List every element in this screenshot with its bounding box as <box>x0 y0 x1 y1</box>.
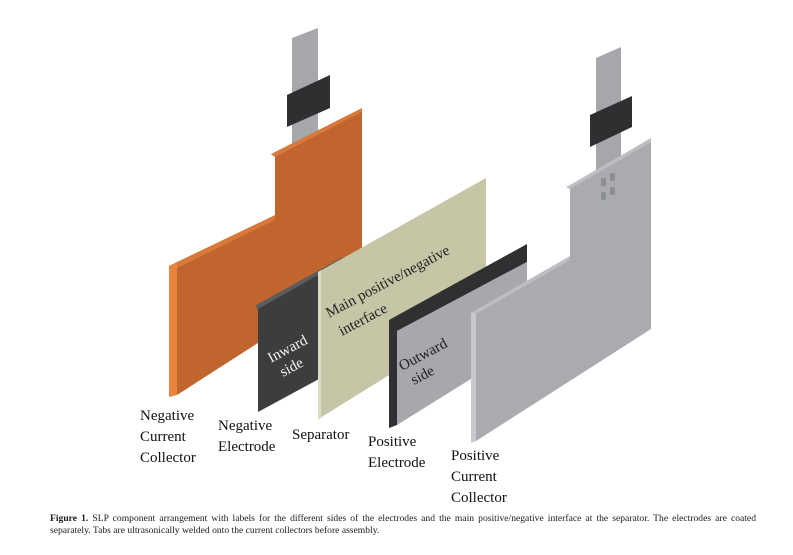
label-line: Positive <box>451 448 500 464</box>
positive-collector-face <box>476 139 651 441</box>
positive-tab-seal <box>590 96 632 147</box>
positive-collector-top-edge <box>471 256 570 314</box>
separator-side-edge <box>318 270 321 420</box>
positive-collector-tab-edge <box>566 138 651 189</box>
positive-current-collector <box>471 47 651 443</box>
label-line: Negative <box>140 408 194 424</box>
label-positive-electrode: Positive Electrode <box>368 434 426 471</box>
label-line: Negative <box>218 418 272 434</box>
label-line: Electrode <box>368 455 426 471</box>
positive-collector-side-edge <box>471 311 476 443</box>
label-line: Positive <box>368 434 417 450</box>
negative-collector-tab-edge <box>271 108 362 157</box>
negative-collector-face <box>177 111 362 395</box>
label-line: Current <box>451 469 498 485</box>
label-line: Electrode <box>218 439 276 455</box>
label-separator: Separator <box>292 427 349 443</box>
label-line: Collector <box>140 450 196 466</box>
caption-text: SLP component arrangement with labels fo… <box>50 513 756 536</box>
label-negative-current-collector: Negative Current Collector <box>140 408 196 466</box>
separator <box>318 178 486 420</box>
label-positive-current-collector: Positive Current Collector <box>451 448 507 506</box>
weld-spots-icon <box>601 173 615 200</box>
negative-collector-top-edge <box>169 215 275 268</box>
caption-prefix: Figure 1. <box>50 513 89 524</box>
label-line: Current <box>140 429 187 445</box>
label-line: Separator <box>292 427 349 443</box>
negative-current-collector <box>169 28 362 397</box>
negative-tab-seal <box>287 75 330 127</box>
separator-face <box>320 178 486 418</box>
negative-collector-side-edge <box>169 263 177 397</box>
label-line: Collector <box>451 490 507 506</box>
figure-caption: Figure 1. SLP component arrangement with… <box>50 513 756 536</box>
positive-electrode-back <box>389 244 527 428</box>
label-negative-electrode: Negative Electrode <box>218 418 276 455</box>
